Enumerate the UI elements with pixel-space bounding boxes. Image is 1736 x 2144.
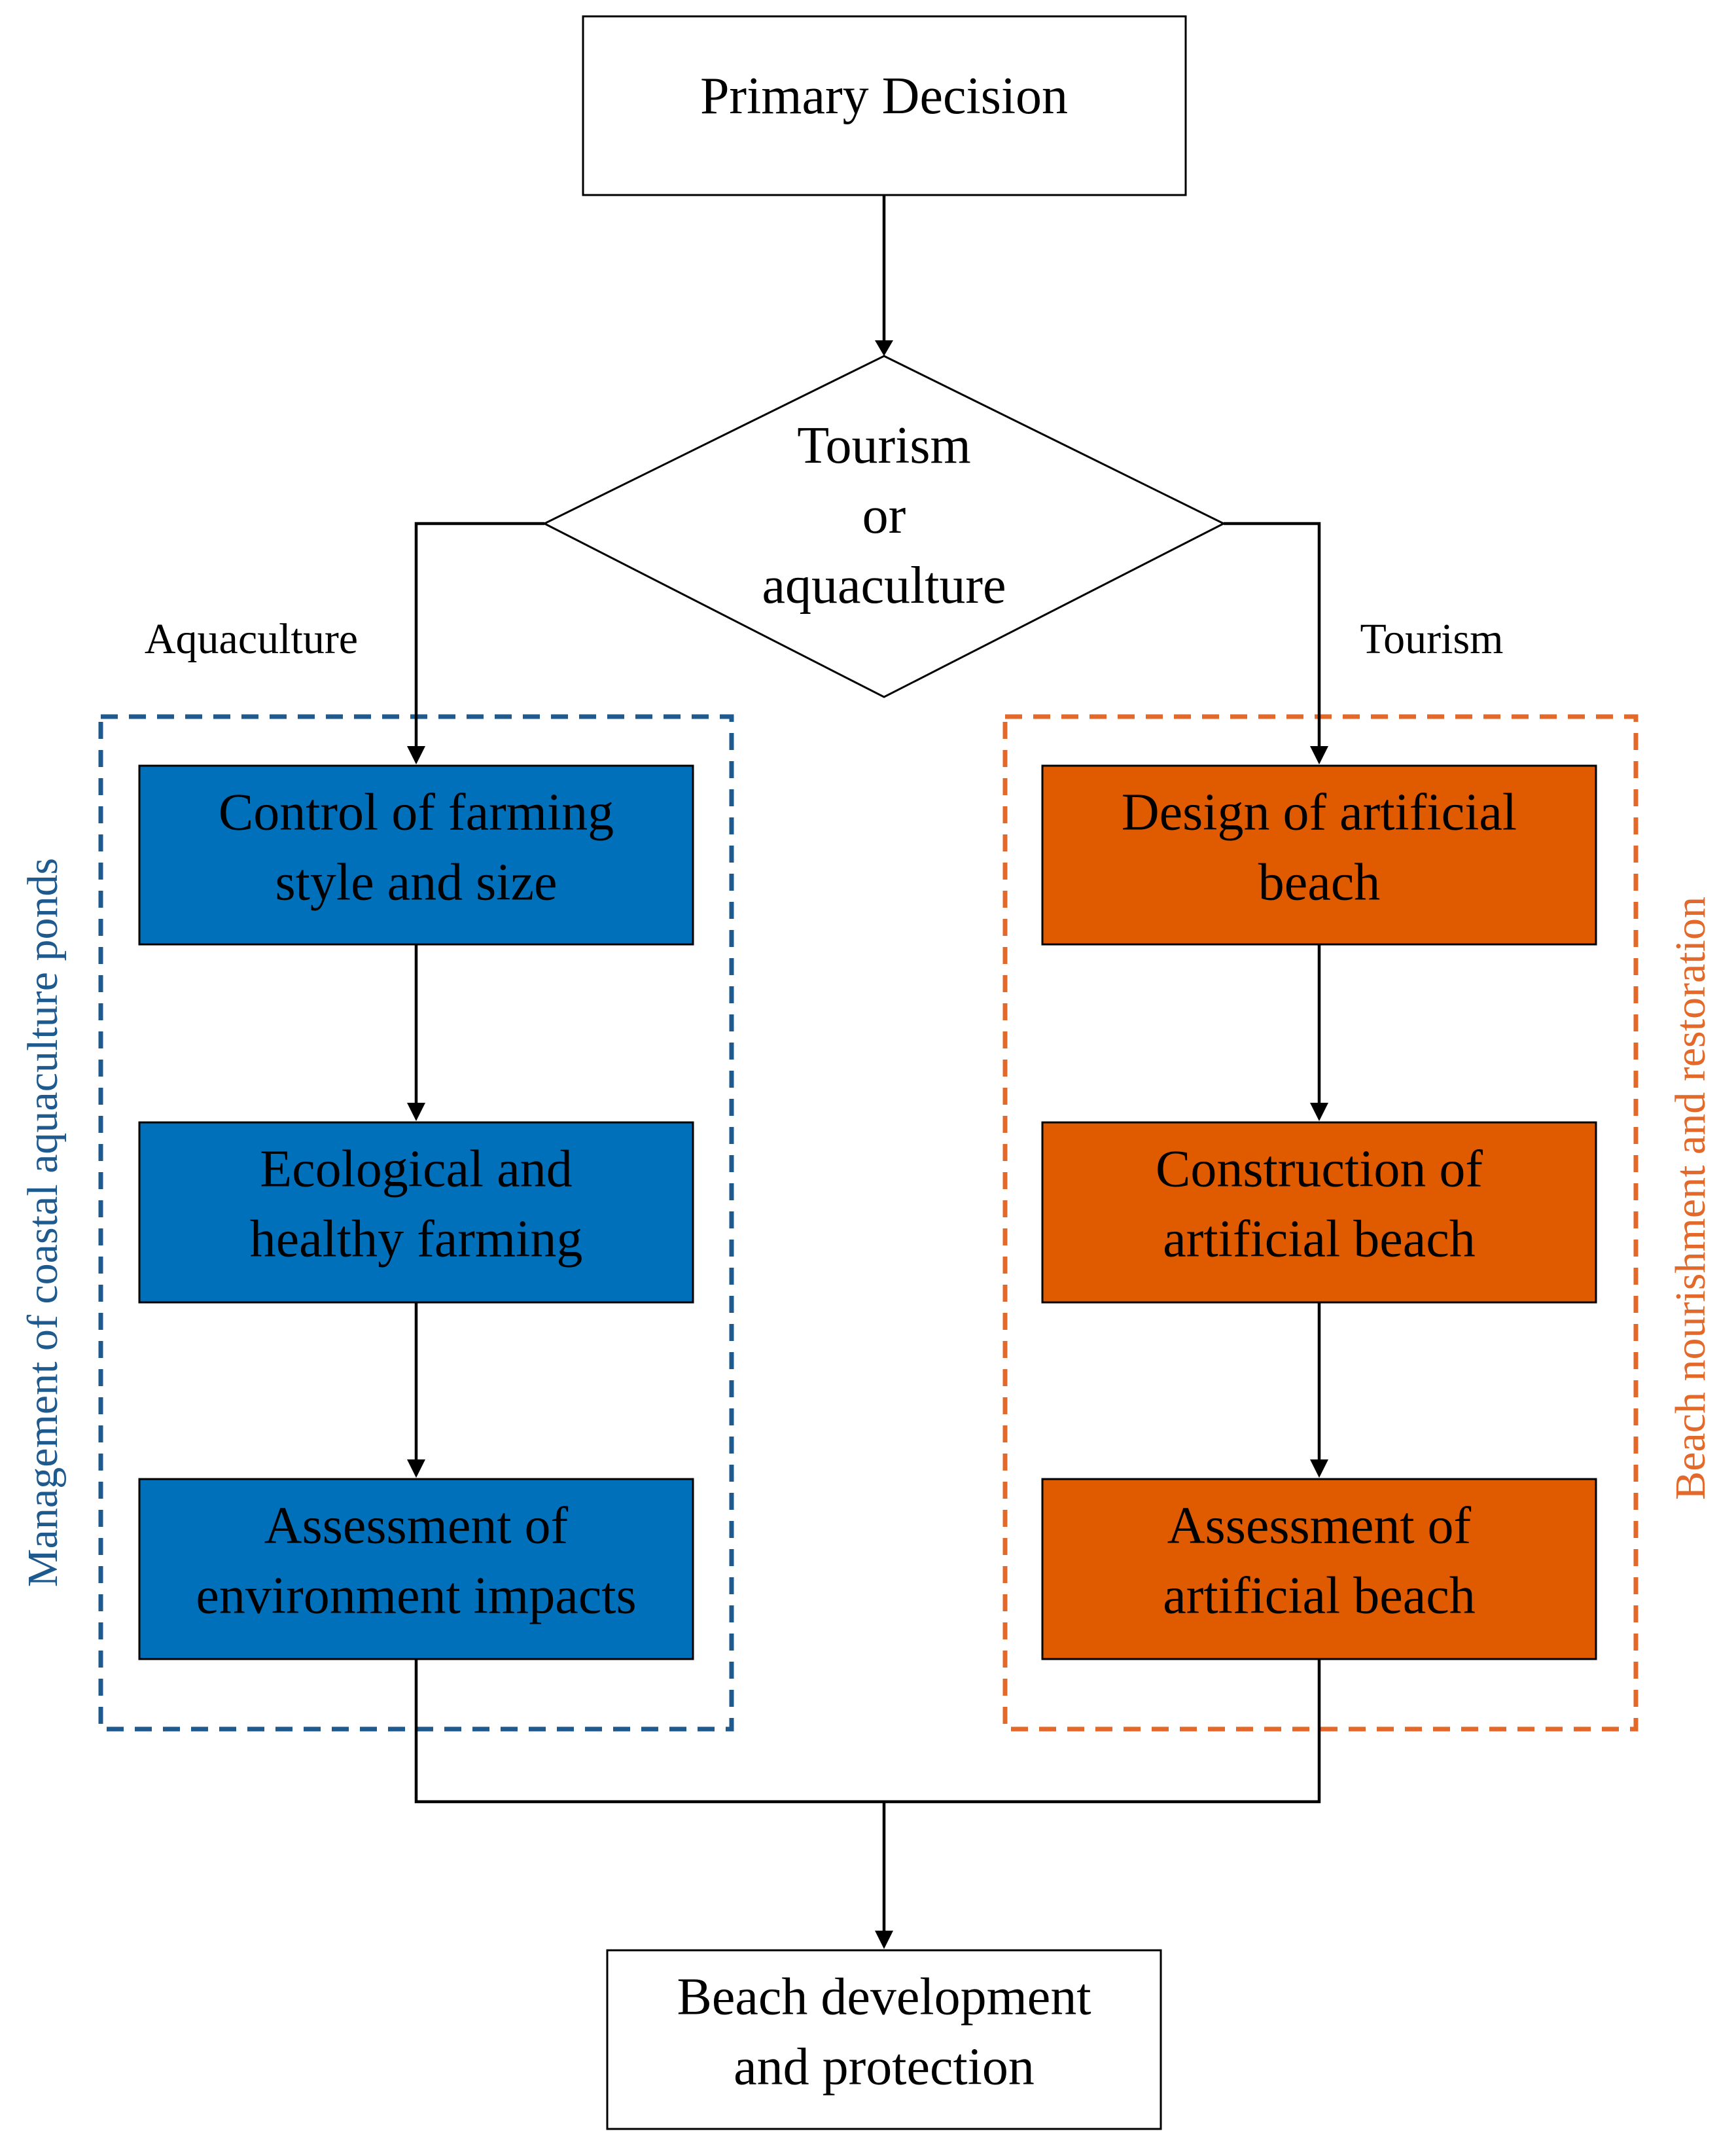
aqua-assessment-box <box>138 1478 694 1660</box>
node-label-line: Beach development <box>677 1969 1091 2026</box>
node-label-line: Construction of <box>1156 1141 1483 1198</box>
tour-assessment-box <box>1041 1478 1597 1660</box>
node-label-line: Ecological and <box>260 1141 573 1198</box>
node-label-line: Tourism <box>797 417 971 474</box>
final-outcome-text: Beach development and protection <box>677 1969 1091 2096</box>
tour-design-text: Design of artificial beach <box>1122 784 1517 912</box>
arrowhead-tour-1 <box>1310 746 1328 764</box>
aqua-control-text: Control of farming style and size <box>219 784 614 912</box>
arrowhead-final <box>875 1931 893 1949</box>
node-label-line: Primary Decision <box>700 67 1068 125</box>
connector-decision-to-tourism <box>1224 522 1321 746</box>
arrowhead-decision <box>875 340 893 356</box>
aqua-assessment-text: Assessment of environment impacts <box>196 1497 636 1625</box>
node-label-line: or <box>862 487 906 545</box>
branch-label-aquaculture: Aquaculture <box>145 615 358 663</box>
node-label-line: environment impacts <box>196 1567 636 1625</box>
node-label-line: Assessment of <box>1167 1497 1472 1555</box>
node-label-line: artificial beach <box>1163 1211 1475 1268</box>
node-label-line: beach <box>1258 854 1381 912</box>
tour-assessment-text: Assessment of artificial beach <box>1163 1497 1475 1625</box>
arrowhead-aqua-1 <box>407 746 425 764</box>
group-label-tourism: Beach nourishment and restoration <box>1667 897 1714 1500</box>
node-label-line: Design of artificial <box>1122 784 1517 842</box>
node-label-line: Assessment of <box>264 1497 569 1555</box>
node-label-line: and protection <box>734 2039 1035 2096</box>
node-label-line: aquaculture <box>762 557 1006 615</box>
primary-decision-text: Primary Decision <box>700 67 1068 125</box>
tour-construction-text: Construction of artificial beach <box>1156 1141 1483 1268</box>
node-label-line: healthy farming <box>250 1211 583 1268</box>
connector-decision-to-aquaculture <box>414 522 544 746</box>
primary-decision-box <box>582 15 1187 196</box>
decision-diamond <box>542 355 1226 698</box>
arrowhead-tour-3 <box>1310 1459 1328 1478</box>
node-label-line: style and size <box>275 854 558 912</box>
node-label-line: artificial beach <box>1163 1567 1475 1625</box>
final-outcome-box <box>606 1949 1162 2130</box>
aqua-ecological-box <box>138 1121 694 1304</box>
decision-text: Tourism or aquaculture <box>762 417 1006 615</box>
aqua-ecological-text: Ecological and healthy farming <box>250 1141 583 1268</box>
aqua-control-box <box>138 764 694 946</box>
node-label-line: Control of farming <box>219 784 614 842</box>
group-label-aquaculture: Management of coastal aquaculture ponds <box>19 858 67 1587</box>
arrowhead-aqua-3 <box>407 1459 425 1478</box>
arrowhead-tour-2 <box>1310 1103 1328 1121</box>
tour-construction-box <box>1041 1121 1597 1304</box>
tour-design-box <box>1041 764 1597 946</box>
arrowhead-aqua-2 <box>407 1103 425 1121</box>
branch-label-tourism: Tourism <box>1360 615 1503 663</box>
connector-merge <box>414 1659 1321 1804</box>
